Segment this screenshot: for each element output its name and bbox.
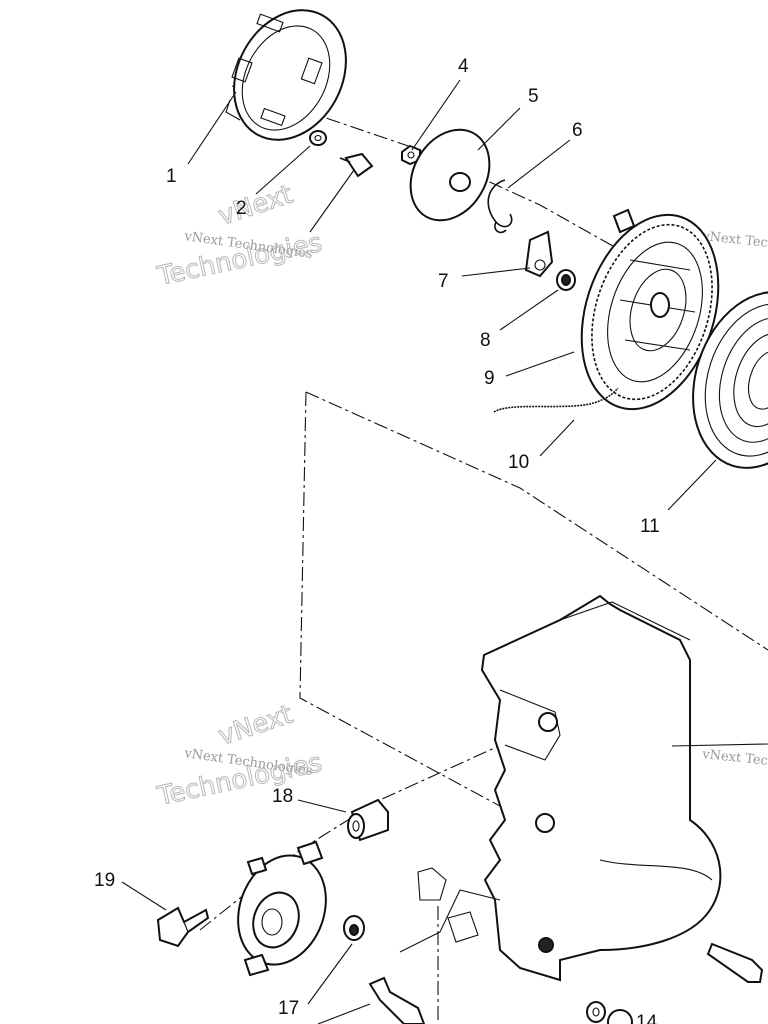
callout-4: 4	[458, 56, 469, 77]
part-rope-reel-9	[580, 208, 720, 411]
watermark-bottom-left: vNext vNext Technologies Technologies	[154, 699, 326, 812]
callout-1: 1	[166, 166, 177, 187]
part-friction-plate-5	[409, 128, 491, 222]
part-housing	[480, 594, 722, 982]
part-bolt-19	[156, 906, 210, 948]
callout-5: 5	[528, 86, 539, 107]
part-spring-clip-6	[487, 179, 513, 234]
part-nut-right	[607, 1009, 633, 1024]
watermark-top-left: vNext vNext Technologies Technologies	[154, 179, 326, 292]
part-pulley-cup	[225, 9, 347, 141]
part-rope-10	[493, 387, 619, 413]
part-nut-17	[343, 915, 365, 941]
callout-6: 6	[572, 120, 583, 141]
part-screw-3	[339, 152, 374, 178]
callout-10: 10	[508, 452, 529, 473]
part-bolt-right	[706, 942, 764, 983]
part-washer-2	[309, 130, 327, 146]
assembly-axis-lower	[199, 724, 546, 931]
part-recoil-spring-11	[692, 291, 768, 469]
callout-19: 19	[94, 870, 115, 891]
part-long-bolt	[368, 976, 426, 1024]
part-bracket	[399, 867, 501, 1024]
callout-labels: 1 2 4 5 6 7 8 9 10 11 18 19 17 14	[94, 56, 660, 1024]
leader-lines	[121, 79, 768, 1024]
reference-plane	[299, 391, 768, 833]
callout-2: 2	[236, 198, 247, 219]
callout-9: 9	[484, 368, 495, 389]
part-bushing-8	[556, 269, 576, 291]
part-starter-pawl-assembly	[237, 840, 327, 977]
svg-text:vNext: vNext	[215, 180, 297, 232]
callout-17: 17	[278, 998, 299, 1019]
callout-18: 18	[272, 786, 293, 807]
svg-text:vNext Technologies: vNext Technologies	[701, 747, 768, 776]
svg-text:vNext: vNext	[215, 700, 297, 752]
callout-7: 7	[438, 271, 449, 292]
callout-11: 11	[640, 516, 660, 537]
part-ratchet-7	[524, 230, 554, 278]
part-washer-right	[586, 1001, 606, 1023]
watermark-bottom-right: vNext Technologies	[701, 747, 768, 776]
callout-14: 14	[636, 1012, 658, 1024]
callout-8: 8	[480, 330, 491, 351]
part-spacer-18	[347, 798, 389, 842]
